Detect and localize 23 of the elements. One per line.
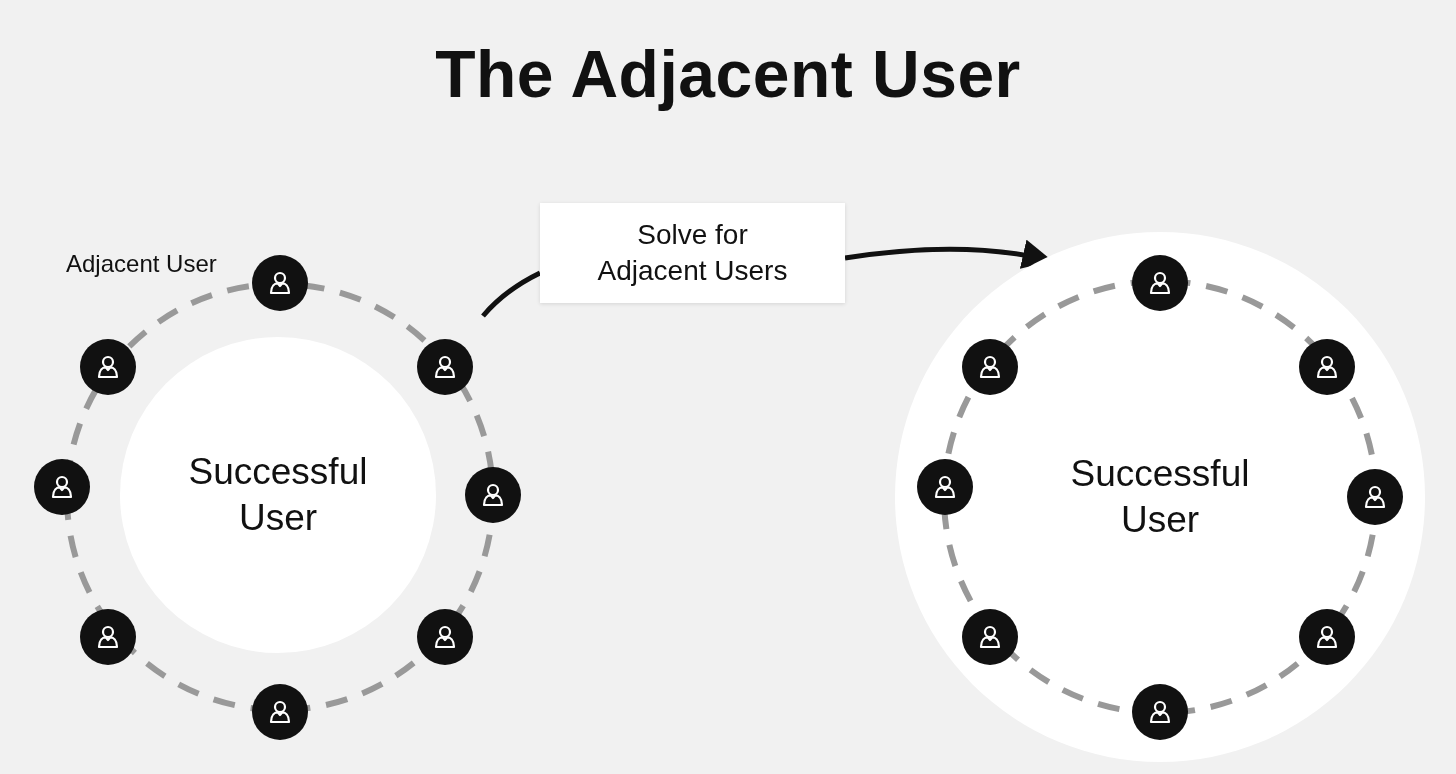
person-icon <box>1299 609 1355 665</box>
node-label: Solve for Adjacent Users <box>596 218 789 288</box>
node-caption: Adjacent User <box>66 250 217 278</box>
person-icon <box>1347 469 1403 525</box>
person-icon <box>962 609 1018 665</box>
curved-line <box>481 270 542 318</box>
person-icon <box>417 339 473 395</box>
node-label: Successful User <box>1069 452 1251 542</box>
person-icon <box>1299 339 1355 395</box>
person-icon <box>465 467 521 523</box>
person-icon <box>917 459 973 515</box>
person-icon <box>417 609 473 665</box>
person-icon <box>1132 684 1188 740</box>
person-icon <box>252 255 308 311</box>
node-label: Successful User <box>187 450 369 540</box>
person-icon <box>80 339 136 395</box>
person-icon <box>34 459 90 515</box>
person-icon <box>252 684 308 740</box>
person-icon <box>80 609 136 665</box>
person-icon <box>962 339 1018 395</box>
label-box <box>540 203 845 303</box>
person-icon <box>1132 255 1188 311</box>
diagram-title: The Adjacent User <box>435 36 1021 112</box>
